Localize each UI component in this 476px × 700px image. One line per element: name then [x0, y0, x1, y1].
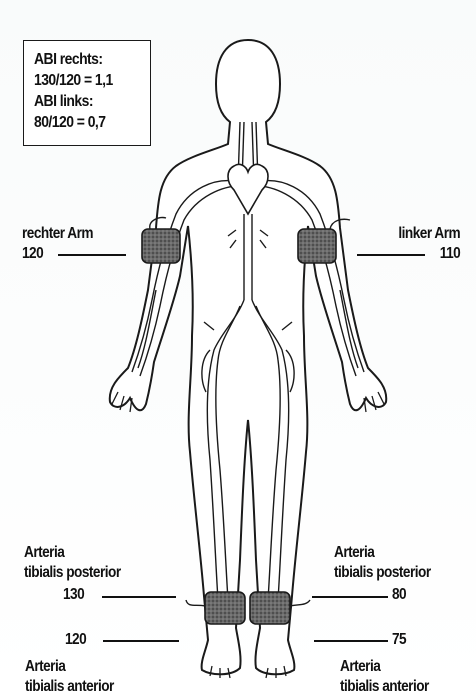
abi-summary-box: ABI rechts: 130/120 = 1,1 ABI links: 80/… — [23, 40, 151, 146]
abi-right-value: 130/120 = 1,1 — [34, 70, 138, 91]
posterior-right-value: 130 — [63, 585, 84, 604]
right-arm-value: 120 — [22, 244, 43, 263]
posterior-right-label-2: tibialis posterior — [24, 563, 121, 582]
left-arm-value: 110 — [440, 244, 460, 263]
posterior-left-value: 80 — [392, 585, 406, 604]
abi-right-label: ABI rechts: — [34, 49, 138, 70]
anterior-right-label-2: tibialis anterior — [25, 677, 114, 696]
posterior-right-leader-line — [102, 596, 176, 598]
anterior-left-value: 75 — [392, 630, 406, 649]
anterior-right-leader-line — [103, 640, 179, 642]
fingers — [112, 392, 384, 678]
anterior-left-label-1: Arteria — [340, 657, 380, 676]
posterior-left-leader-line — [312, 596, 388, 598]
anterior-right-value: 120 — [65, 630, 86, 649]
right-arm-label: rechter Arm — [22, 224, 93, 243]
left-arm-leader-line — [357, 254, 425, 256]
right-arm-leader-line — [58, 254, 126, 256]
anterior-right-label-1: Arteria — [25, 657, 65, 676]
abi-left-label: ABI links: — [34, 91, 138, 112]
anterior-left-label-2: tibialis anterior — [340, 677, 429, 696]
anterior-left-leader-line — [314, 640, 388, 642]
abi-left-value: 80/120 = 0,7 — [34, 112, 138, 133]
posterior-left-label-1: Arteria — [334, 543, 374, 562]
posterior-right-label-1: Arteria — [24, 543, 64, 562]
posterior-left-label-2: tibialis posterior — [334, 563, 431, 582]
left-arm-label: linker Arm — [398, 224, 460, 243]
